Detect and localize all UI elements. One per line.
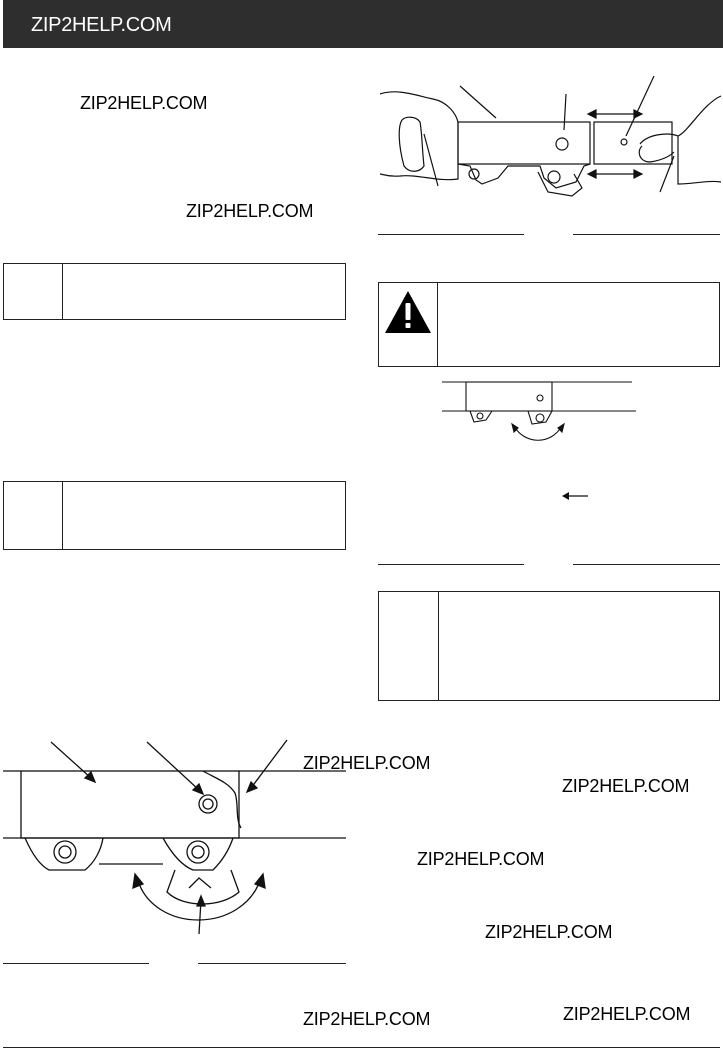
footer-rule bbox=[3, 1047, 720, 1048]
blade-guard-large-illustration bbox=[3, 739, 346, 935]
watermark: ZIP2HELP.COM bbox=[80, 93, 208, 113]
caption-rule bbox=[198, 963, 346, 964]
blade-guard-small-illustration bbox=[442, 381, 636, 441]
blade-guard-hands-illustration bbox=[379, 75, 722, 197]
note-box bbox=[3, 481, 346, 550]
warning-triangle-icon bbox=[385, 291, 431, 333]
watermark: ZIP2HELP.COM bbox=[485, 922, 613, 942]
caption-rule bbox=[378, 564, 524, 565]
watermark: ZIP2HELP.COM bbox=[563, 1004, 691, 1024]
page-header-bar: ZIP2HELP.COM bbox=[3, 0, 723, 48]
watermark: ZIP2HELP.COM bbox=[186, 201, 314, 221]
caption-rule bbox=[378, 234, 524, 235]
note-box bbox=[378, 591, 720, 701]
watermark: ZIP2HELP.COM bbox=[303, 753, 431, 773]
warning-box bbox=[378, 282, 720, 367]
small-arrow-icon bbox=[562, 492, 588, 500]
caption-rule bbox=[3, 963, 149, 964]
watermark: ZIP2HELP.COM bbox=[562, 776, 690, 796]
caption-rule bbox=[573, 564, 720, 565]
watermark: ZIP2HELP.COM bbox=[303, 1009, 431, 1029]
caption-rule bbox=[573, 234, 720, 235]
note-box bbox=[3, 263, 346, 320]
watermark: ZIP2HELP.COM bbox=[417, 849, 545, 869]
header-text: ZIP2HELP.COM bbox=[31, 14, 172, 36]
